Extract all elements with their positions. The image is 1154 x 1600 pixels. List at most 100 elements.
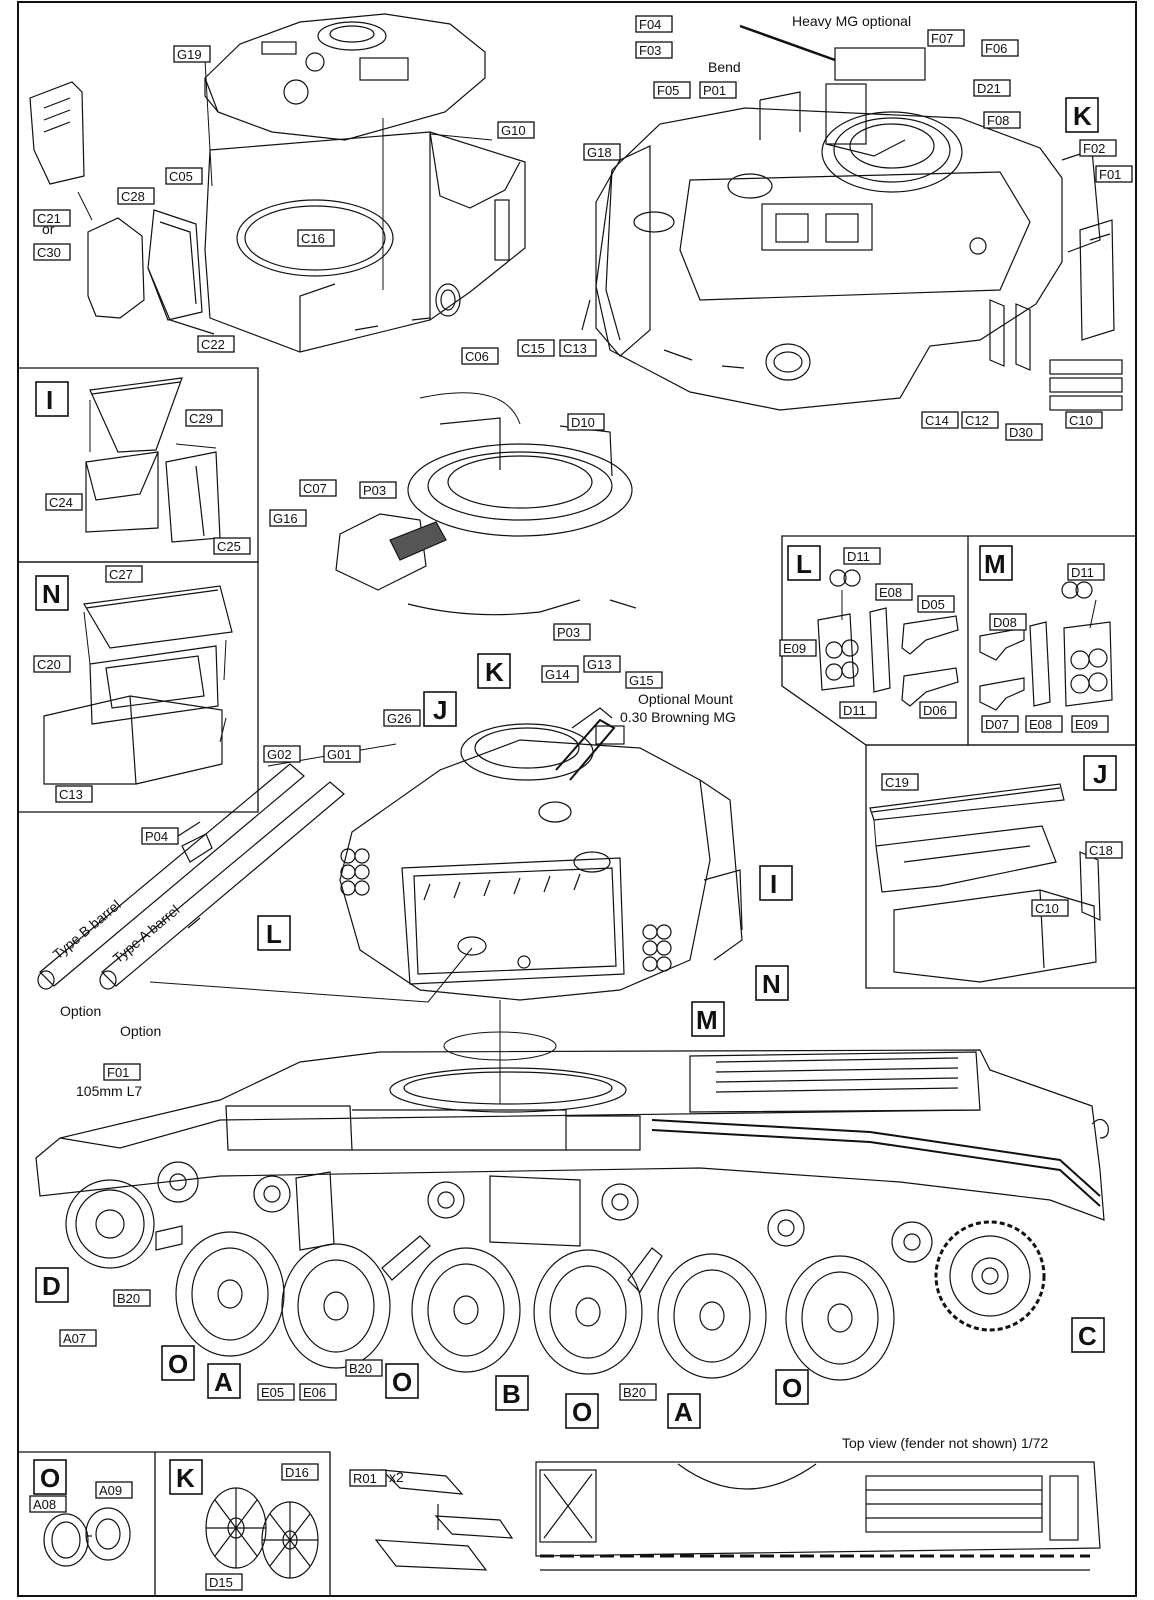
svg-text:K: K: [485, 657, 504, 687]
svg-text:A07: A07: [63, 1331, 86, 1346]
svg-text:O: O: [782, 1373, 802, 1403]
svg-text:O: O: [392, 1367, 412, 1397]
part-label: F08: [983, 111, 1021, 129]
part-label: C14: [921, 411, 959, 429]
caption-option-2: Option: [120, 1023, 161, 1039]
letter-box: J: [1083, 755, 1117, 791]
part-label: F01: [103, 1063, 141, 1081]
part-label: G01: [323, 745, 361, 763]
part-label: G02: [263, 745, 301, 763]
letter-box: B: [495, 1375, 529, 1411]
caption-option-1: Option: [60, 1003, 101, 1019]
svg-text:E08: E08: [1029, 717, 1052, 732]
svg-text:F01: F01: [1099, 167, 1121, 182]
part-label: C30: [33, 243, 71, 261]
part-label: C15: [517, 339, 555, 357]
panel-m-drawing: [979, 581, 1113, 711]
part-label: P03: [359, 481, 397, 499]
caption-bend: Bend: [708, 59, 741, 75]
sheet-border: [17, 1, 1137, 1597]
top-view-drawing: [535, 1461, 1101, 1571]
part-label: G15: [625, 671, 663, 689]
svg-text:D16: D16: [285, 1465, 309, 1480]
running-gear: [65, 1161, 1046, 1381]
part-label: P03: [553, 623, 591, 641]
letter-box: I: [759, 865, 793, 901]
svg-text:F04: F04: [639, 17, 661, 32]
part-label: C07: [299, 479, 337, 497]
svg-text:C07: C07: [303, 481, 327, 496]
part-label: G10: [497, 121, 535, 139]
svg-text:K: K: [176, 1463, 195, 1493]
svg-text:D10: D10: [571, 415, 595, 430]
part-label: C16: [297, 229, 335, 247]
part-label: D10: [567, 413, 605, 431]
letter-box: O: [385, 1363, 419, 1399]
part-label: C13: [559, 339, 597, 357]
part-label: E08: [875, 583, 913, 601]
svg-text:B20: B20: [623, 1385, 646, 1400]
panel-i-drawing: [85, 377, 221, 543]
part-label: F02: [1079, 139, 1117, 157]
svg-text:C22: C22: [201, 337, 225, 352]
part-label: G16: [269, 509, 307, 527]
svg-text:F05: F05: [657, 83, 679, 98]
svg-text:A: A: [674, 1397, 693, 1427]
svg-text:G02: G02: [267, 747, 292, 762]
part-label: C13: [55, 785, 93, 803]
part-label: C28: [117, 187, 155, 205]
part-label: A08: [29, 1495, 67, 1513]
svg-text:C24: C24: [49, 495, 73, 510]
part-label: D05: [917, 595, 955, 613]
svg-text:G18: G18: [587, 145, 612, 160]
svg-text:F06: F06: [985, 41, 1007, 56]
part-label: C18: [1085, 841, 1123, 859]
part-label: E09: [779, 639, 817, 657]
svg-text:M: M: [696, 1005, 718, 1035]
letter-box: K: [1065, 97, 1099, 133]
letter-box: J: [423, 691, 457, 727]
letter-box: D: [35, 1267, 69, 1303]
svg-text:C20: C20: [37, 657, 61, 672]
panel-j-drawing: [869, 783, 1101, 983]
part-label: D15: [205, 1573, 243, 1591]
letter-box: K: [477, 653, 511, 689]
panel-n-drawing: [43, 585, 233, 785]
hull-drawing: [35, 1049, 1109, 1221]
letter-box: L: [787, 545, 821, 581]
svg-text:D07: D07: [985, 717, 1009, 732]
svg-text:A09: A09: [99, 1483, 122, 1498]
part-label: C29: [185, 409, 223, 427]
svg-text:G19: G19: [177, 47, 202, 62]
svg-text:G13: G13: [587, 657, 612, 672]
part-label: F07: [927, 29, 965, 47]
svg-text:A: A: [214, 1367, 233, 1397]
svg-text:P04: P04: [145, 829, 168, 844]
part-label: E05: [257, 1383, 295, 1401]
turret-k-drawing: [581, 24, 1123, 411]
part-label: C05: [165, 167, 203, 185]
part-label: C19: [881, 773, 919, 791]
part-label: C10: [1065, 411, 1103, 429]
part-label: F01: [1095, 165, 1133, 183]
letter-box: M: [691, 1001, 725, 1037]
svg-text:B: B: [502, 1379, 521, 1409]
part-label: D07: [981, 715, 1019, 733]
letter-box: O: [775, 1369, 809, 1405]
part-label: C10: [1031, 899, 1069, 917]
part-label: F06: [981, 39, 1019, 57]
svg-text:D: D: [42, 1271, 61, 1301]
part-label: P01: [699, 81, 737, 99]
letter-box: O: [33, 1459, 67, 1495]
panel-l-drawing: [817, 569, 959, 707]
letter-box: N: [755, 965, 789, 1001]
part-label: D08: [989, 613, 1027, 631]
turret-shell-drawing: [29, 13, 526, 353]
svg-text:E05: E05: [261, 1385, 284, 1400]
caption-top-view: Top view (fender not shown) 1/72: [842, 1435, 1048, 1451]
caption-105mm-l7: 105mm L7: [76, 1083, 142, 1099]
part-label: F05: [653, 81, 691, 99]
letter-box: A: [667, 1393, 701, 1429]
part-label: G19: [173, 45, 211, 63]
svg-text:N: N: [762, 969, 781, 999]
